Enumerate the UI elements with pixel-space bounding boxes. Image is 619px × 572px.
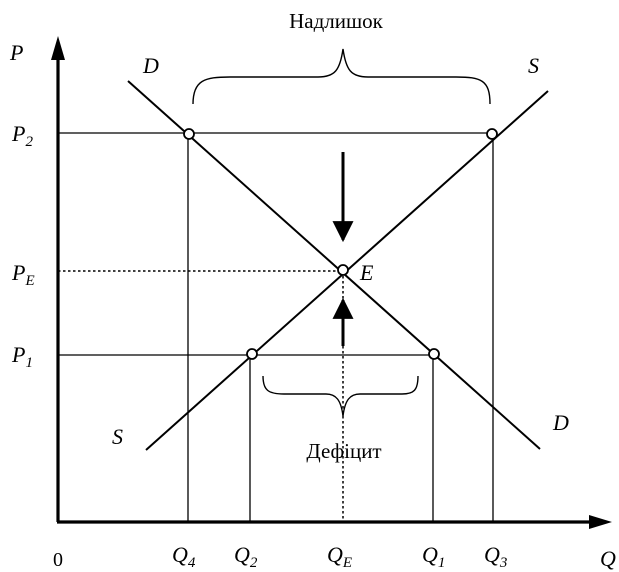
point-demand-at-p2 — [183, 128, 195, 140]
demand-label-bottom: D — [552, 410, 569, 435]
quantity-label-q2: Q2 — [234, 542, 258, 571]
supply-label-bottom: S — [112, 424, 123, 449]
supply-label-top: S — [528, 53, 539, 78]
price-label-p1: P1 — [11, 342, 33, 371]
price-label-p2: P2 — [11, 121, 33, 150]
equilibrium-label: E — [359, 260, 374, 285]
point-supply-at-p1 — [246, 348, 258, 360]
annotation-deficit: Дефіцит — [306, 439, 381, 463]
demand-curve — [127, 80, 541, 450]
deficit-brace — [262, 375, 419, 417]
surplus-brace — [192, 48, 491, 105]
point-demand-at-p1 — [428, 348, 440, 360]
x-axis-label: Q — [600, 546, 616, 571]
quantity-label-q4: Q4 — [172, 542, 196, 571]
origin-label: 0 — [53, 549, 63, 571]
y-axis-label: P — [9, 40, 23, 65]
quantity-label-q3: Q3 — [484, 542, 507, 571]
point-supply-at-p2 — [486, 128, 498, 140]
point-equilibrium — [337, 264, 349, 276]
y-axis-arrow-icon — [51, 36, 65, 60]
x-axis-arrow-icon — [589, 515, 612, 529]
quantity-label-qe: QE — [327, 542, 352, 571]
price-label-pe: PE — [11, 260, 35, 289]
quantity-label-q1: Q1 — [422, 542, 445, 571]
demand-label-top: D — [142, 53, 159, 78]
annotation-surplus: Надлишок — [289, 9, 384, 33]
